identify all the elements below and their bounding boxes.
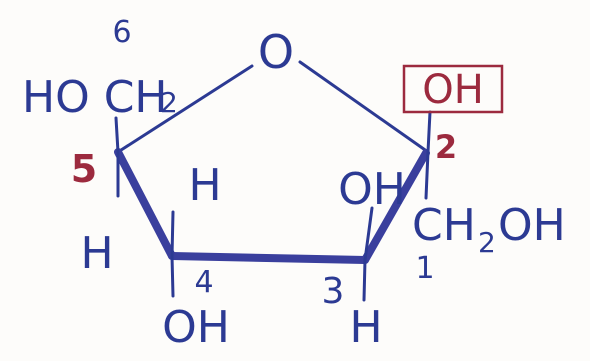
- c6-number: 6: [112, 15, 131, 50]
- bond-c5-up: [114, 116, 120, 154]
- c6-subscript: 2: [160, 86, 178, 119]
- bond-c3-down: [362, 258, 367, 302]
- bond-c5-o: [116, 64, 254, 154]
- c4-number: 4: [194, 265, 213, 300]
- highlight-box: [402, 64, 504, 114]
- bond-c3-up: [363, 206, 374, 262]
- ring-oxygen-label: O: [258, 25, 294, 79]
- bond-c2-up: [426, 110, 432, 154]
- bond-c3-c2: [361, 149, 430, 264]
- c3-number: 3: [322, 271, 345, 312]
- bond-o-c2: [298, 60, 430, 154]
- c3-h-label: H: [349, 302, 382, 353]
- bond-c4-c3: [168, 252, 369, 264]
- c1-ch-label: CH: [412, 200, 476, 251]
- c2-number: 2: [435, 128, 457, 166]
- bond-c2-down: [424, 150, 430, 200]
- bond-c4-up: [170, 210, 175, 258]
- c3-oh-label: OH: [338, 164, 406, 215]
- bond-c5-c4: [114, 148, 176, 260]
- c5-h-outer-label: H: [80, 228, 113, 279]
- c4-oh-label: OH: [162, 302, 230, 353]
- c1-subscript: 2: [478, 226, 496, 259]
- c1-number: 1: [415, 251, 434, 286]
- c6-hoch-label: HO CH: [22, 72, 168, 123]
- c2-oh-boxed-label: OH: [422, 67, 484, 113]
- bond-c4-down: [170, 254, 175, 298]
- c1-oh-label: OH: [498, 200, 566, 251]
- c5-h-inner-label: H: [188, 160, 221, 211]
- c5-number: 5: [71, 147, 97, 191]
